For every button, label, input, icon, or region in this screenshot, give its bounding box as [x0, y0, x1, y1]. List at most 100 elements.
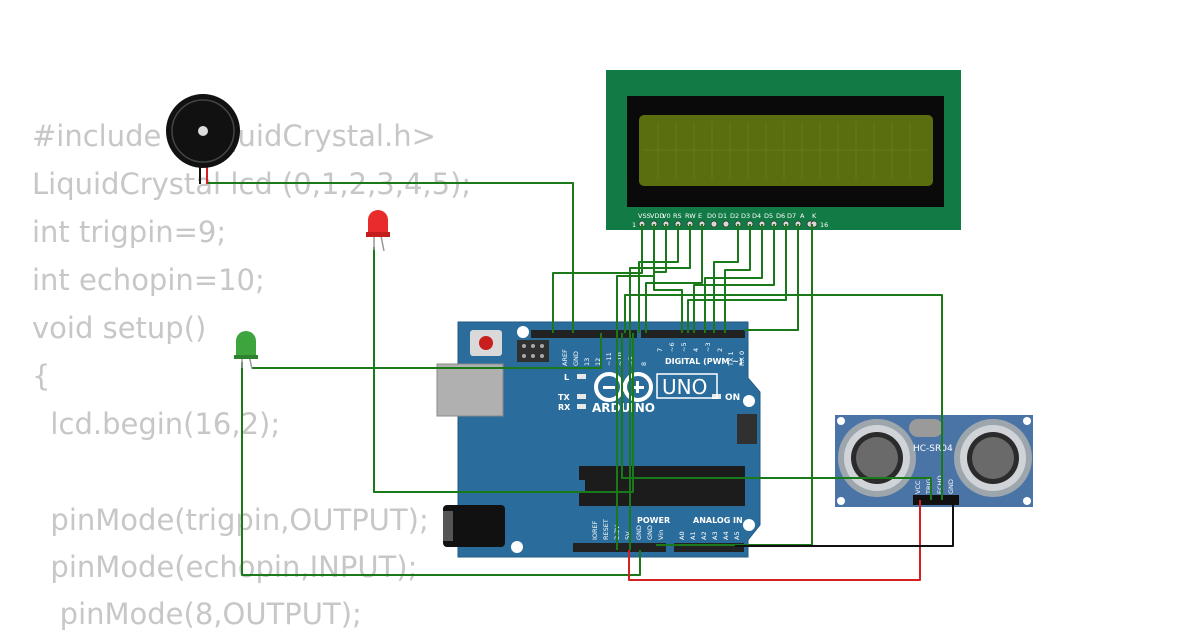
wire-lcd-d6: [704, 224, 763, 333]
wire-sensor-vcc: [628, 500, 921, 581]
right-transducer-icon: [954, 419, 1032, 497]
led-tx-label: TX: [558, 393, 570, 402]
lcd-pin-last-number: 16: [820, 221, 828, 229]
pin-label-8: 8: [640, 362, 648, 366]
code-line-3: int trigpin=9;: [32, 215, 227, 249]
lcd-pin-a: A: [800, 212, 805, 220]
pin-label-vin: Vin: [657, 530, 665, 540]
pin-label-a2: A2: [700, 531, 708, 540]
usb-port-icon: [436, 363, 504, 417]
pin-label-a0: A0: [678, 531, 686, 540]
wire-lcd-v0: [653, 224, 683, 333]
lcd-pin-vss: VSS: [638, 212, 651, 220]
pin-label-a1: A1: [689, 531, 697, 540]
power-header-label: POWER: [637, 516, 670, 525]
wire-red-led: [373, 247, 634, 493]
wire-green-led: [252, 333, 602, 369]
code-line-4: int echopin=10;: [32, 263, 265, 297]
pin-label-10: ~10: [616, 352, 624, 366]
board-model-label: UNO: [662, 375, 707, 399]
red-led-icon[interactable]: [366, 210, 390, 252]
pin-label-3: ~3: [704, 342, 712, 352]
pin-label-a4: A4: [722, 531, 730, 540]
lcd-pin-v0: V0: [662, 212, 671, 220]
pin-label-5v: 5V: [624, 531, 632, 540]
lcd-pin-e: E: [698, 212, 702, 220]
lcd-pin-d5: D5: [764, 212, 773, 220]
wire-sensor-trig: [621, 333, 932, 500]
lcd-pin-d4: D4: [752, 212, 761, 220]
arduino-logo-icon: [594, 372, 653, 402]
left-transducer-icon: [838, 419, 916, 497]
code-line-5: void setup(): [32, 311, 207, 345]
sensor-pin-trig: TRIG: [925, 479, 933, 495]
pin-label-aref: AREF: [561, 349, 569, 366]
wire-lcd-led-a: [687, 224, 787, 333]
sensor-model-label: HC-SR04: [913, 444, 953, 454]
code-line-6: {: [32, 359, 51, 393]
lcd-pin-d3: D3: [741, 212, 750, 220]
pin-label-4: 4: [692, 348, 700, 352]
code-line-10: pinMode(echopin,INPUT);: [32, 550, 418, 584]
arduino-logo-text: ARDUINO: [592, 401, 655, 415]
pin-label-reset: RESET: [602, 519, 610, 540]
microcontroller-chip: [579, 466, 745, 506]
wire-lcd-led-a2: [744, 224, 799, 331]
wire-lcd-vdd: [616, 224, 655, 550]
wire-lcd-rs: [638, 224, 679, 333]
pin-label-6: ~6: [668, 342, 676, 352]
wire-lcd-d5: [724, 224, 751, 333]
code-line-9: pinMode(trigpin,OUTPUT);: [32, 503, 429, 537]
wire-sensor-echo: [624, 294, 943, 500]
wire-lcd-vss: [552, 224, 643, 333]
lcd-pin-d1: D1: [718, 212, 727, 220]
arduino-uno-board[interactable]: L TX RX ON ARDUINO UNO DIGITAL (PWM ~) P…: [436, 321, 761, 558]
pin-label-13: 13: [583, 358, 591, 366]
pin-label-5: ~5: [680, 342, 688, 352]
lcd-16x2-display[interactable]: VSS VDD V0 RS RW E D0 D1 D2 D3 D4 D5 D6 …: [606, 70, 961, 230]
led-rx-label: RX: [558, 403, 571, 412]
pin-label-11: ~11: [605, 352, 613, 366]
lcd-pin-k: K: [812, 212, 817, 220]
sensor-pin-vcc: VCC: [914, 480, 922, 494]
power-jack-icon: [443, 505, 505, 547]
analog-header-label: ANALOG IN: [693, 516, 743, 525]
pin-label-rx0: RX 0: [738, 351, 746, 366]
pin-label-tx1: TX 1: [727, 351, 735, 367]
code-line-11: pinMode(8,OUTPUT);: [32, 597, 362, 631]
wire-lcd-d7: [693, 224, 775, 333]
lcd-pin-d7: D7: [787, 212, 796, 220]
pin-label-gnd-1: GND: [635, 525, 643, 540]
pin-label-7: 7: [656, 348, 664, 352]
wires: [206, 182, 954, 581]
wire-lcd-rw: [629, 224, 691, 550]
buzzer-icon[interactable]: [166, 94, 240, 184]
pin-label-a3: A3: [711, 531, 719, 540]
pin-label-a5: A5: [733, 531, 741, 540]
pin-label-gnd-2: GND: [646, 525, 654, 540]
reset-button-icon[interactable]: [470, 330, 502, 356]
wire-lcd-e: [645, 224, 703, 333]
wire-lcd-d4: [713, 224, 739, 333]
lcd-pin-rs: RS: [673, 212, 682, 220]
pin-label-ioref: IOREF: [591, 520, 599, 540]
hc-sr04-ultrasonic-sensor[interactable]: HC-SR04 VCC TRIG ECHO GND: [835, 415, 1033, 507]
pin-label-2: 2: [716, 348, 724, 352]
lcd-pin-d0: D0: [707, 212, 716, 220]
digital-header-label: DIGITAL (PWM ~): [665, 357, 743, 366]
sensor-pin-gnd: GND: [947, 479, 955, 494]
green-led-icon[interactable]: [234, 331, 258, 370]
on-led-label: ON: [725, 393, 740, 403]
lcd-pin-rw: RW: [685, 212, 696, 220]
lcd-pin-d2: D2: [730, 212, 739, 220]
wire-buzzer: [206, 182, 574, 333]
lcd-pin-first-number: 1: [632, 221, 636, 229]
icsp-header: [517, 340, 549, 362]
wire-green-led-gnd: [241, 362, 641, 576]
wire-sensor-gnd: [735, 500, 954, 547]
lcd-pin-vdd: VDD: [650, 212, 664, 220]
led-l-label: L: [564, 373, 569, 382]
sensor-pin-echo: ECHO: [936, 475, 944, 494]
pin-label-12: 12: [594, 358, 602, 366]
